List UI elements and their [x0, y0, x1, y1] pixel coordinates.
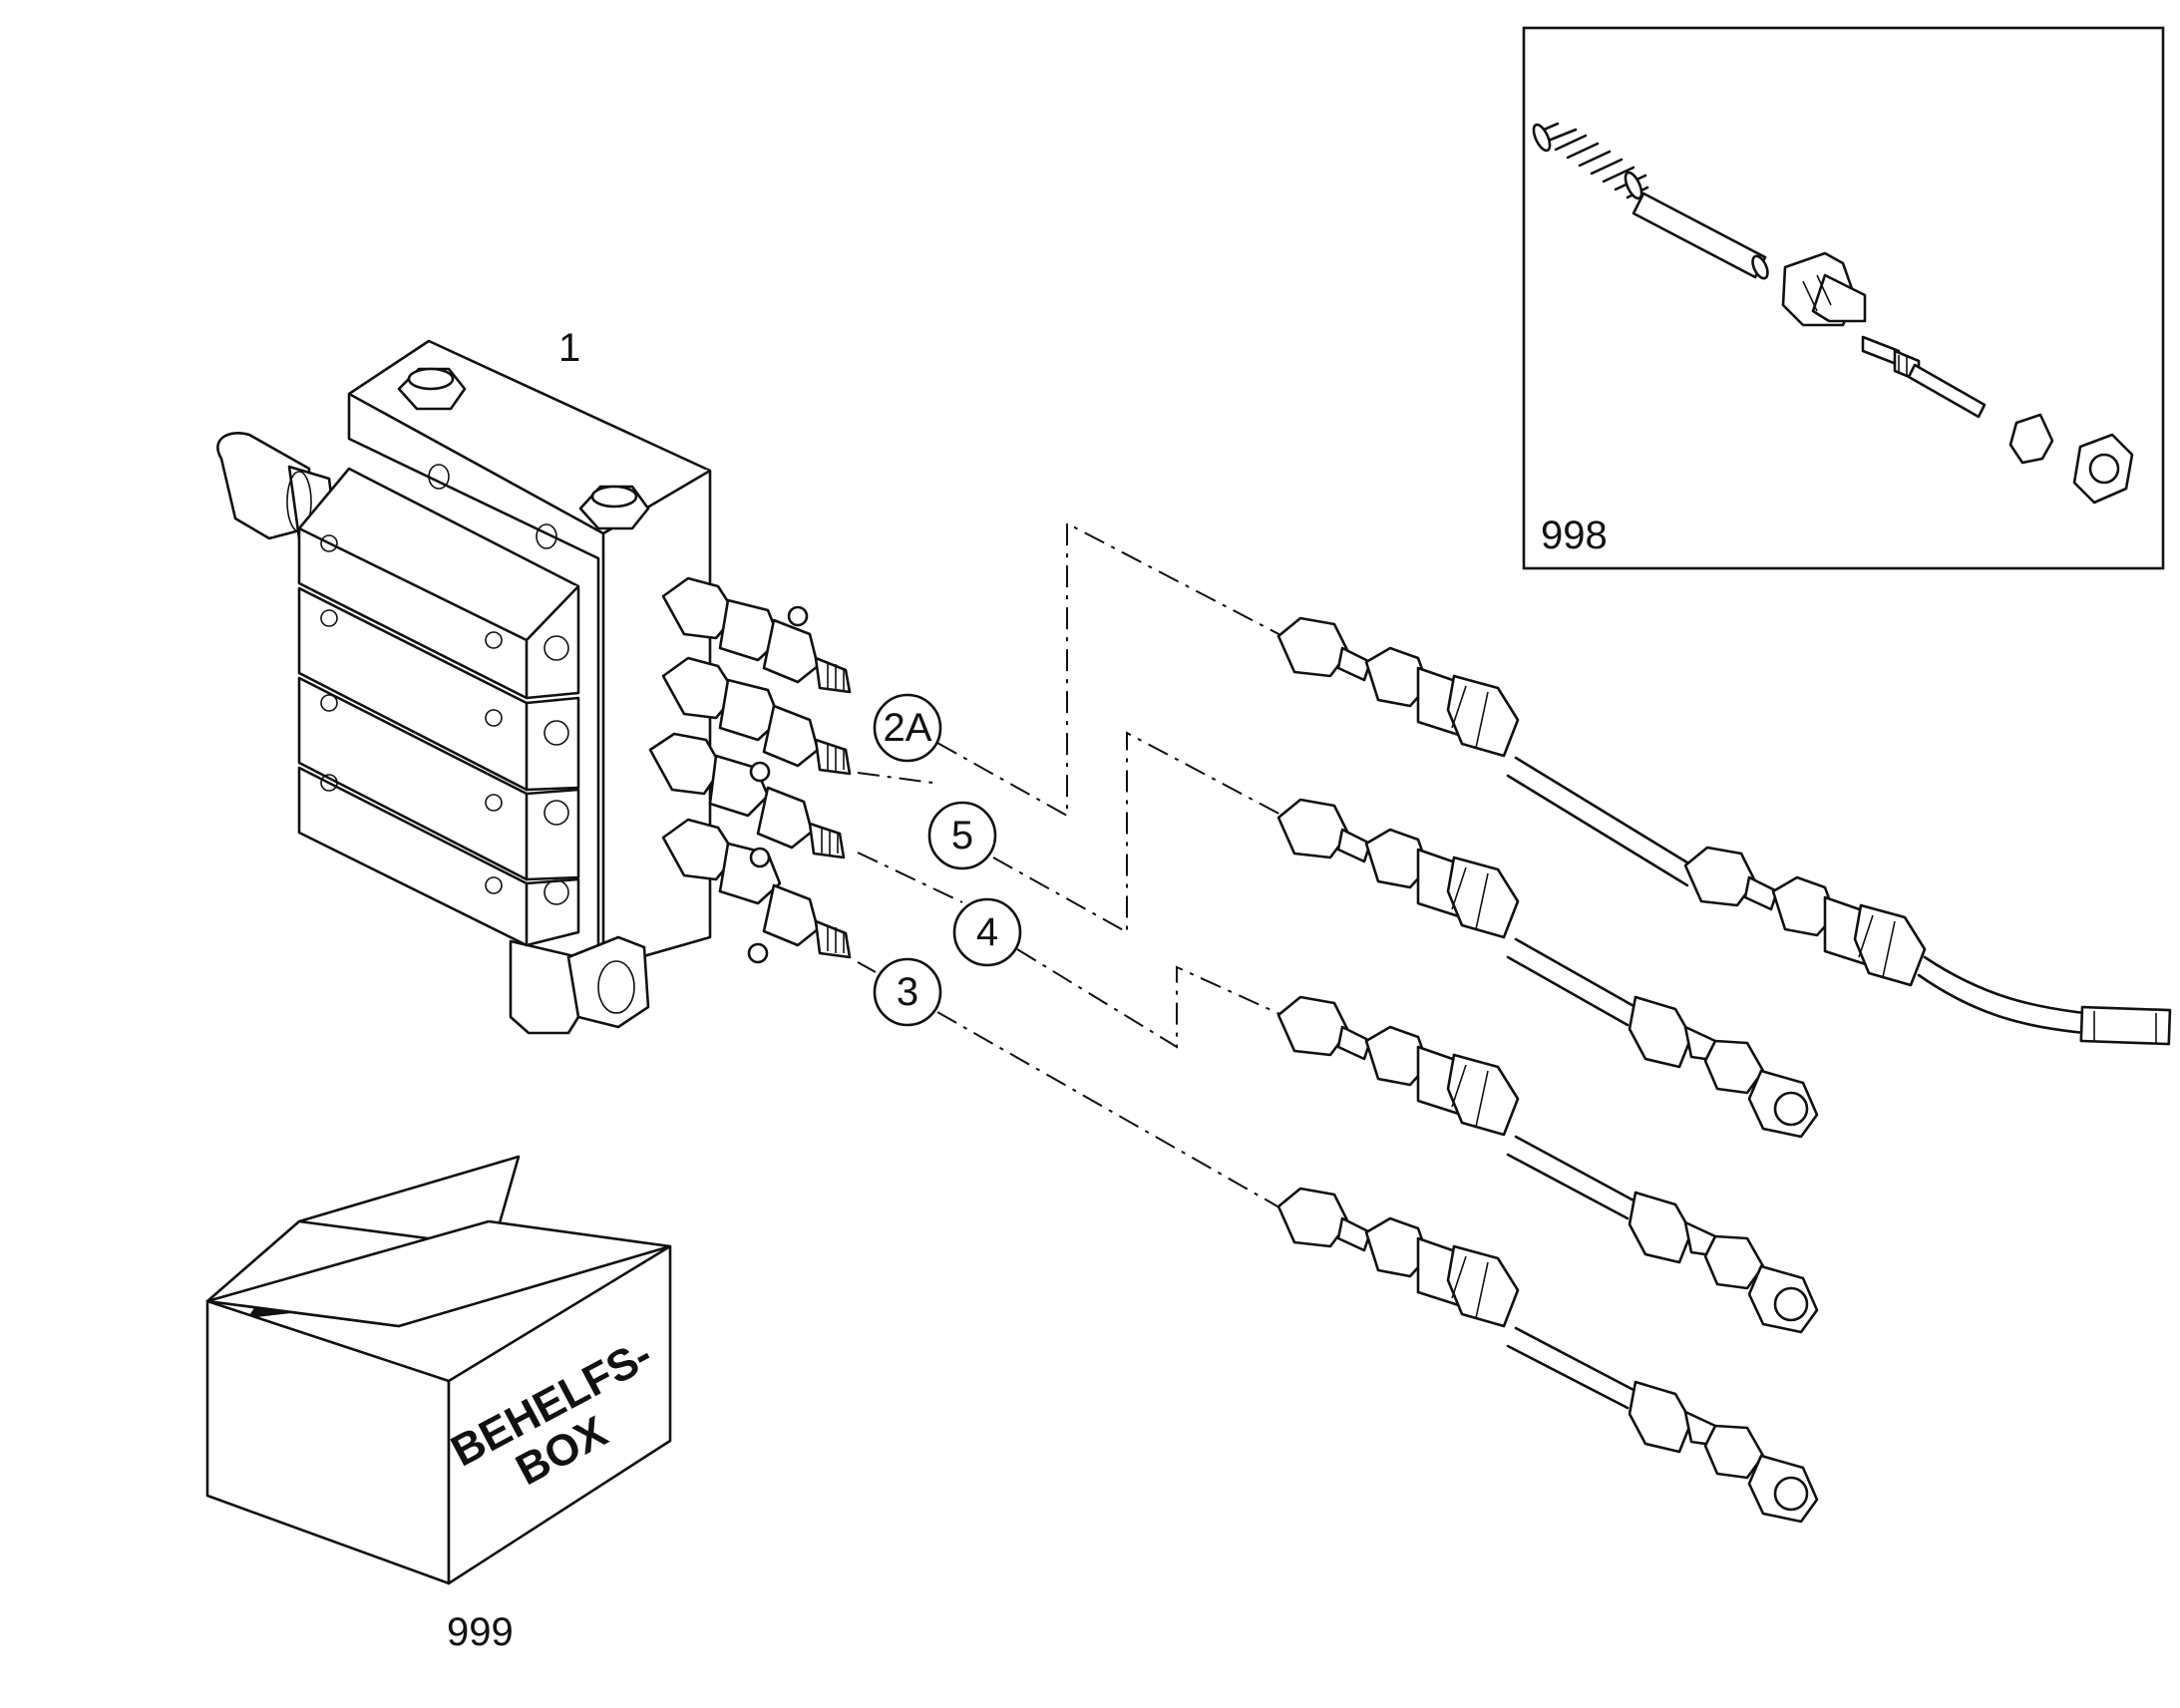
section-2	[297, 586, 580, 792]
repair-kit-number: 998	[1541, 513, 1608, 557]
outlet-fitting-row-4	[661, 818, 852, 964]
hose-line-4	[1276, 995, 1819, 1334]
distributor-block: 1	[216, 326, 852, 1035]
box-item-number: 999	[447, 1610, 514, 1654]
top-cap-front	[578, 485, 650, 530]
callout-4: 4	[952, 897, 1022, 967]
outlet-fitting-row-3	[648, 732, 846, 859]
outlet-fitting-row-1	[661, 576, 852, 694]
hose-line-2a	[1276, 616, 2172, 1046]
callout-2a-label: 2A	[884, 706, 932, 750]
behelfs-box: BEHELFS- BOX 999	[205, 1155, 672, 1654]
ferrule	[2008, 413, 2054, 465]
hose-line-3	[1276, 1187, 1819, 1524]
outlet-fitting-row-2	[661, 656, 852, 776]
callout-5-label: 5	[951, 814, 973, 857]
nut	[2072, 433, 2134, 505]
hose-line-5	[1276, 798, 1819, 1139]
pin	[1632, 191, 1769, 280]
threaded-body	[1781, 251, 1867, 327]
callout-3: 3	[873, 957, 942, 1027]
callout-4-label: 4	[976, 910, 998, 954]
distributor-block-number: 1	[558, 326, 580, 370]
section-1	[297, 467, 580, 700]
repair-kit-inset: 998	[1522, 26, 2165, 570]
callout-3-label: 3	[897, 970, 918, 1014]
bottom-fitting	[509, 935, 650, 1035]
section-3	[297, 676, 580, 881]
spring	[1532, 122, 1649, 200]
section-4	[297, 766, 580, 947]
needle-valve	[1861, 335, 1987, 419]
top-cap-rear	[397, 367, 467, 411]
leader-lines	[857, 521, 1287, 1212]
callout-5: 5	[927, 801, 997, 870]
callout-2a: 2A	[873, 693, 942, 763]
